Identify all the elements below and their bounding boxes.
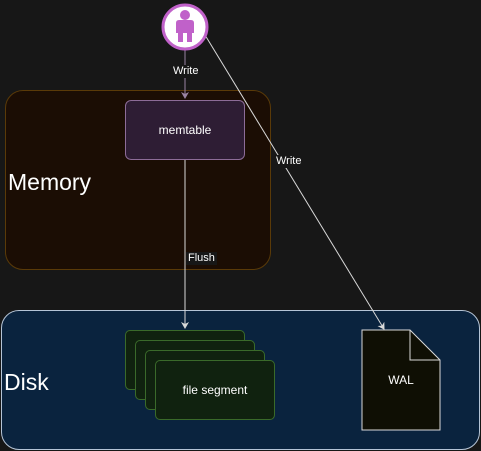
wal-label: WAL [388, 373, 414, 387]
document-fold-icon [409, 330, 440, 361]
user-icon[interactable] [161, 3, 209, 51]
disk-label: Disk [4, 369, 49, 395]
memtable-node[interactable]: memtable [125, 100, 245, 160]
memory-label: Memory [8, 169, 92, 195]
memtable-label: memtable [158, 123, 212, 137]
edge-write-wal[interactable] [204, 34, 385, 330]
edge-label-write-wal: Write [274, 155, 304, 168]
file-segment-node[interactable]: file segment [155, 360, 275, 420]
document-icon[interactable] [361, 329, 441, 431]
file-segment-label: file segment [182, 383, 248, 397]
edge-label-flush: Flush [186, 252, 217, 265]
edge-label-write-memtable: Write [171, 65, 201, 78]
